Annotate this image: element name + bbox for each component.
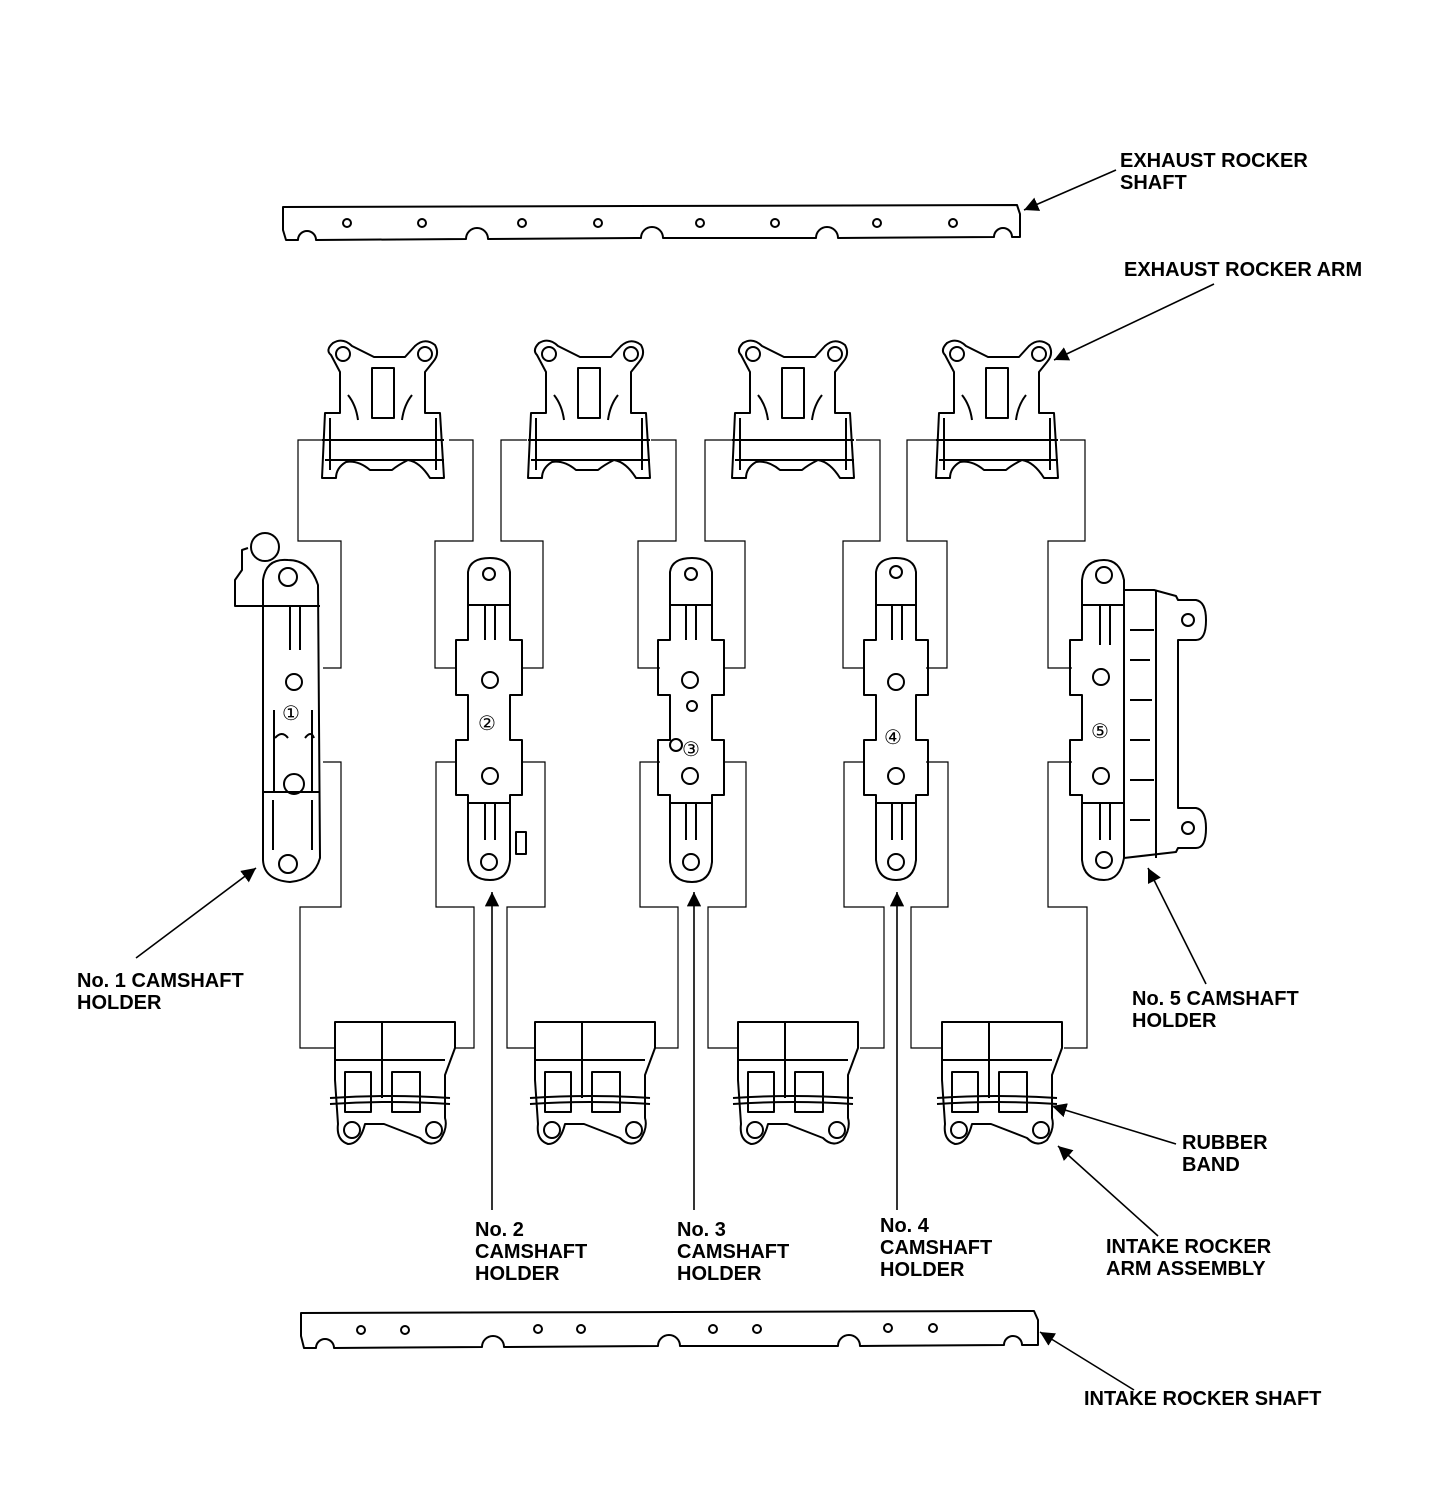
holder-numbers: ① ② ③ ④ ⑤	[282, 701, 1109, 761]
camshaft-holder-2	[455, 557, 527, 881]
label-exhaust-rocker-shaft: EXHAUST ROCKER SHAFT	[1120, 150, 1308, 194]
holder-number-4: ④	[884, 725, 902, 749]
label-rubber-band: RUBBER BAND	[1182, 1132, 1268, 1176]
intake-rocker-arm-assembly-1	[329, 1021, 456, 1145]
label-no2-camshaft-holder: No. 2 CAMSHAFT HOLDER	[475, 1219, 588, 1285]
intake-rocker-arm-assembly-2	[529, 1021, 656, 1145]
arrow-no1-holder	[135, 867, 257, 959]
exhaust-rocker-arm-4	[935, 339, 1059, 479]
arrow-no5-holder	[1147, 867, 1207, 985]
arrow-rubber-band	[1051, 1103, 1177, 1145]
assembly-outline-lines	[297, 439, 1088, 1049]
label-no3-camshaft-holder: No. 3 CAMSHAFT HOLDER	[677, 1219, 790, 1285]
holder-number-5: ⑤	[1091, 719, 1109, 743]
holder-number-3: ③	[682, 737, 700, 761]
arrow-intake-rocker-shaft	[1039, 1331, 1135, 1391]
camshaft-holder-5	[1069, 559, 1207, 881]
intake-rocker-arm-assembly-3	[732, 1021, 859, 1145]
exhaust-rocker-arm-2	[527, 339, 651, 479]
holder-number-1: ①	[282, 701, 300, 725]
label-intake-rocker-arm-assembly: INTAKE ROCKER ARM ASSEMBLY	[1106, 1236, 1272, 1280]
intake-rocker-arm-assembly-4	[936, 1021, 1063, 1145]
leader-arrows	[135, 169, 1215, 1391]
exhaust-rocker-arm-1	[321, 339, 445, 479]
label-no1-camshaft-holder: No. 1 CAMSHAFT HOLDER	[77, 970, 244, 1014]
exhaust-rocker-arm-3	[731, 339, 855, 479]
label-intake-rocker-shaft: INTAKE ROCKER SHAFT	[1084, 1388, 1322, 1410]
exhaust-rocker-shaft	[282, 204, 1021, 241]
holder-number-2: ②	[478, 711, 496, 735]
arrow-intake-rocker-arm-assembly	[1057, 1145, 1159, 1237]
label-exhaust-rocker-arm: EXHAUST ROCKER ARM	[1124, 259, 1363, 281]
camshaft-holder-4	[863, 557, 929, 881]
arrow-exhaust-rocker-arm	[1053, 283, 1215, 361]
camshaft-holder-3	[657, 557, 725, 883]
label-no5-camshaft-holder: No. 5 CAMSHAFT HOLDER	[1132, 988, 1299, 1032]
arrow-exhaust-rocker-shaft	[1023, 169, 1117, 211]
camshaft-holder-1	[234, 532, 321, 883]
intake-rocker-shaft	[300, 1310, 1039, 1349]
label-no4-camshaft-holder: No. 4 CAMSHAFT HOLDER	[880, 1215, 993, 1281]
